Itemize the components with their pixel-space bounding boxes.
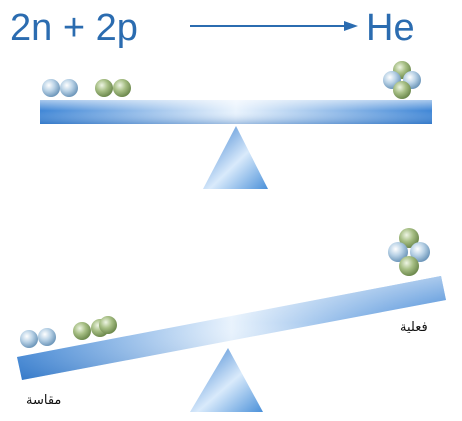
particles-top-left <box>42 79 131 97</box>
equation: 2n + 2p He <box>10 7 415 49</box>
balance-tilted: مقاسة فعلية <box>17 228 446 412</box>
neutron-icon <box>20 330 38 348</box>
label-measured: مقاسة <box>26 393 61 408</box>
equation-product: He <box>366 7 415 49</box>
neutron-icon <box>38 328 56 346</box>
balance-level <box>40 61 432 189</box>
proton-icon <box>393 81 411 99</box>
proton-icon <box>113 79 131 97</box>
equation-reactants: 2n + 2p <box>10 7 138 49</box>
fulcrum-bottom <box>190 348 263 412</box>
fulcrum-top <box>203 126 268 189</box>
arrow-head-icon <box>344 21 358 31</box>
neutron-icon <box>42 79 60 97</box>
helium-nucleus-bottom <box>388 228 430 276</box>
proton-icon <box>95 79 113 97</box>
neutron-icon <box>60 79 78 97</box>
helium-nucleus-top <box>383 61 421 99</box>
proton-icon <box>99 316 117 334</box>
proton-icon <box>399 256 419 276</box>
label-actual: فعلية <box>400 320 428 335</box>
proton-icon <box>73 322 91 340</box>
